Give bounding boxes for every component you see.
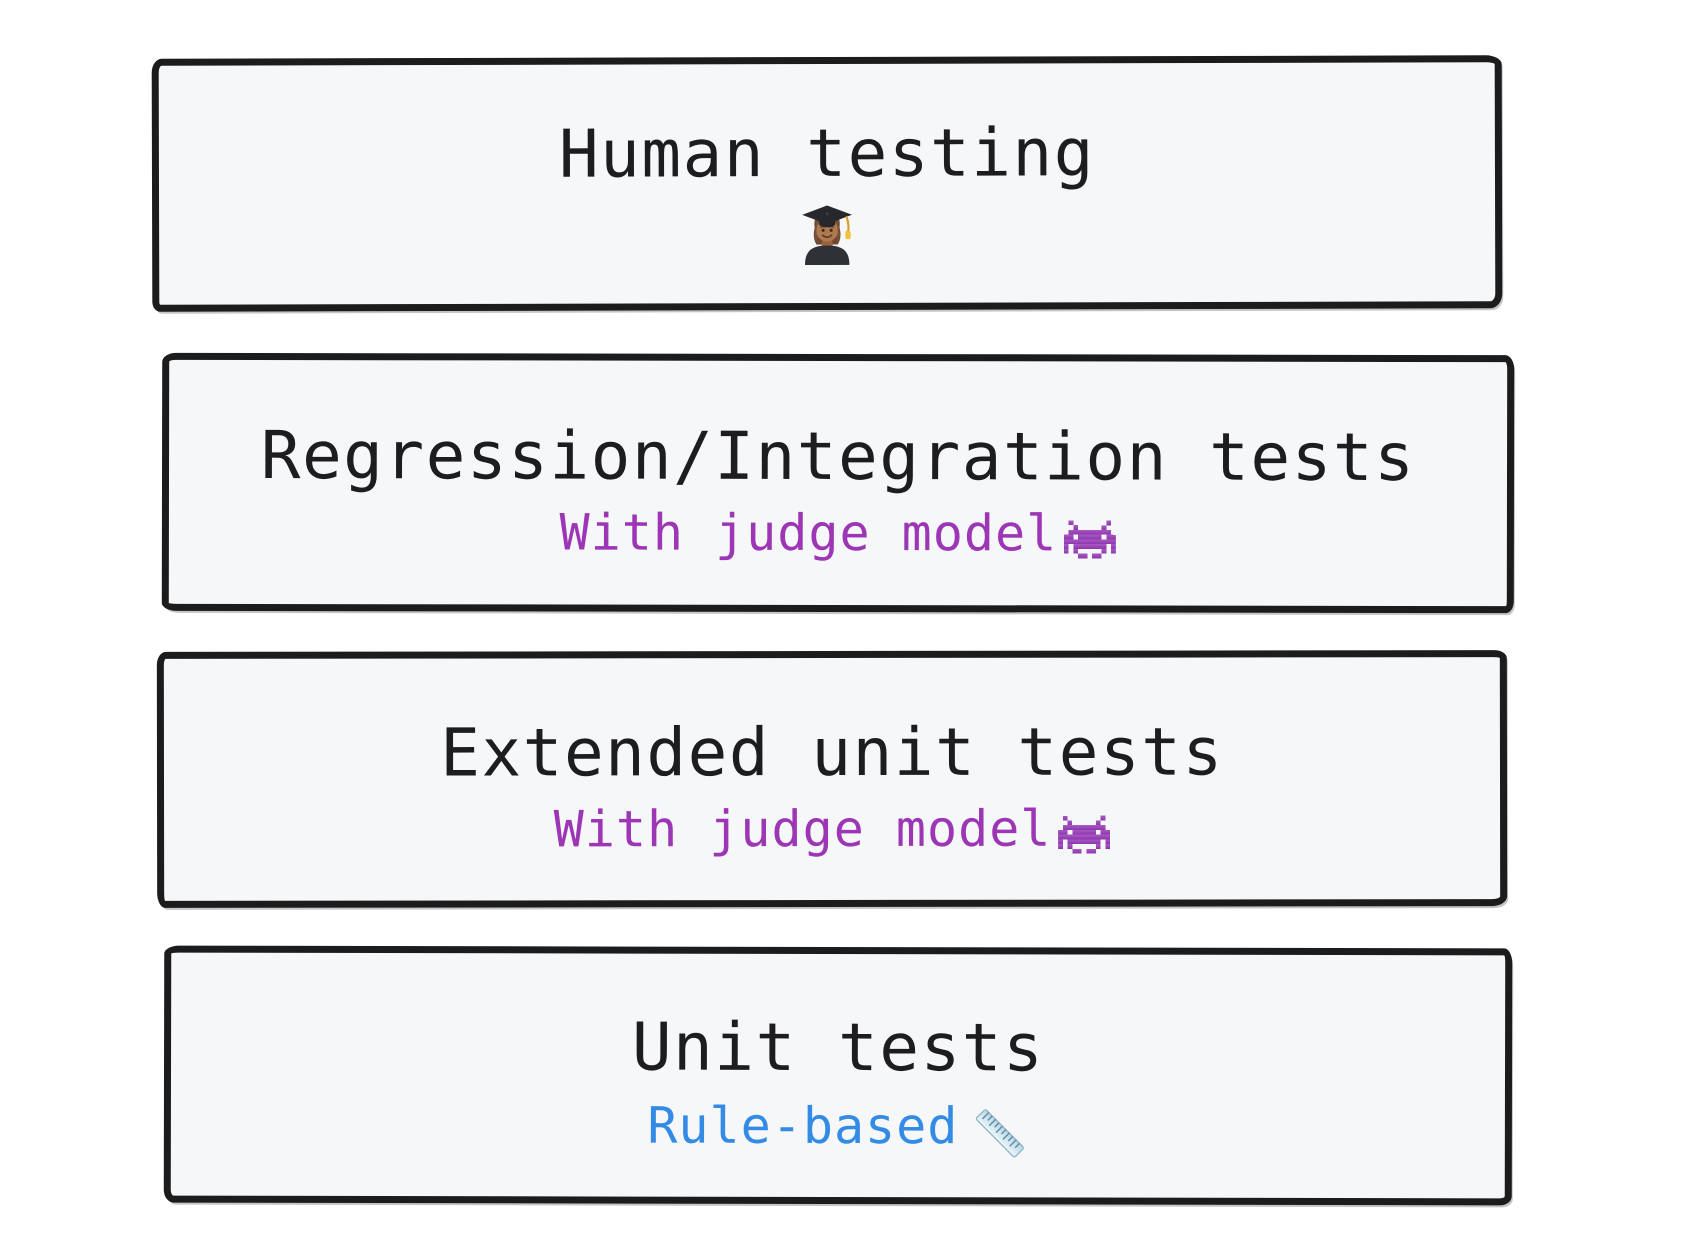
box-subtitle-label: Rule-based <box>647 1096 959 1156</box>
box-title: Regression/Integration tests <box>260 416 1416 496</box>
box-title: Unit tests <box>631 1008 1045 1087</box>
box-subtitle-label: With judge model <box>559 503 1058 563</box>
box-extended-unit-tests: Extended unit tests With judge model <box>156 650 1508 908</box>
alien-monster-icon <box>1064 520 1117 559</box>
student-graduate-emoji-icon <box>802 205 852 266</box>
box-content: Extended unit tests With judge model <box>440 713 1224 859</box>
box-regression-integration-tests: Regression/Integration tests With judge … <box>161 352 1515 614</box>
box-title: Human testing <box>558 114 1096 193</box>
box-unit-tests: Unit tests Rule-based <box>163 945 1513 1206</box>
box-content: Human testing <box>558 114 1096 266</box>
box-content: Regression/Integration tests With judge … <box>260 416 1416 563</box>
box-content: Unit tests Rule-based <box>631 1008 1045 1158</box>
box-title: Extended unit tests <box>440 713 1224 792</box>
alien-monster-icon <box>1058 815 1111 854</box>
box-human-testing: Human testing <box>151 55 1503 312</box>
box-subtitle-label: With judge model <box>553 799 1052 859</box>
box-subtitle: With judge model <box>553 799 1111 859</box>
box-subtitle: With judge model <box>559 503 1117 563</box>
box-subtitle: Rule-based <box>647 1096 1028 1158</box>
straight-ruler-icon <box>975 1109 1024 1158</box>
